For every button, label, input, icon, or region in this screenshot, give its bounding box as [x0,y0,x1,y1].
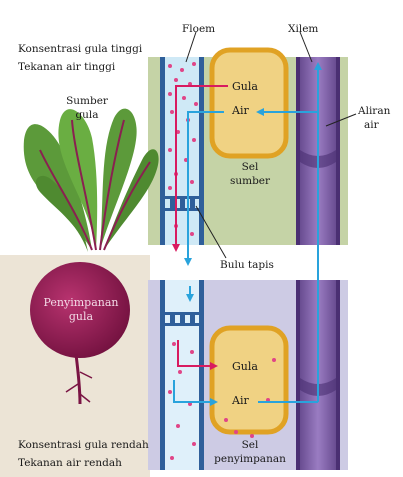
sieve-plate-label: Bulu tapis [220,259,274,271]
source-label-2: gula [75,109,99,121]
beet-root [30,262,130,405]
storage-label-2: gula [68,310,94,323]
phloem-tube-top [160,57,204,245]
top-condition-sugar: Konsentrasi gula tinggi [18,43,143,55]
storage-cell-label-2: penyimpanan [214,453,286,465]
storage-cell [209,325,289,435]
bottom-condition-sugar: Konsentrasi gula rendah [18,439,149,451]
water-flow-label-1: Aliran [358,105,391,117]
sieve-plate-bottom [165,312,199,326]
xylem-label: Xilem [288,23,319,35]
storage-label-1: Penyimpanan [43,296,119,309]
top-condition-water: Tekanan air tinggi [18,61,116,73]
phloem-label: Floem [182,23,216,35]
beet-leaves [23,108,159,252]
water-label-top: Air [232,104,249,117]
source-cell [209,47,289,159]
sugar-flow-arrows [172,85,228,370]
water-flow-label-2: air [364,119,379,131]
phloem-tube-bottom [160,280,204,470]
source-cell-label-2: sumber [229,175,271,187]
water-flow-arrows [173,62,322,406]
source-label-1: Sumber [66,95,108,107]
storage-cell-label-1: Sel [241,439,259,451]
leader-lines [185,31,357,259]
sugar-label-top: Gula [232,80,258,93]
sugar-label-bottom: Gula [232,360,258,373]
source-cell-label-1: Sel [241,161,259,173]
bottom-condition-water: Tekanan air rendah [18,457,122,469]
sieve-plate-top [165,196,199,211]
water-label-bottom: Air [232,394,249,407]
